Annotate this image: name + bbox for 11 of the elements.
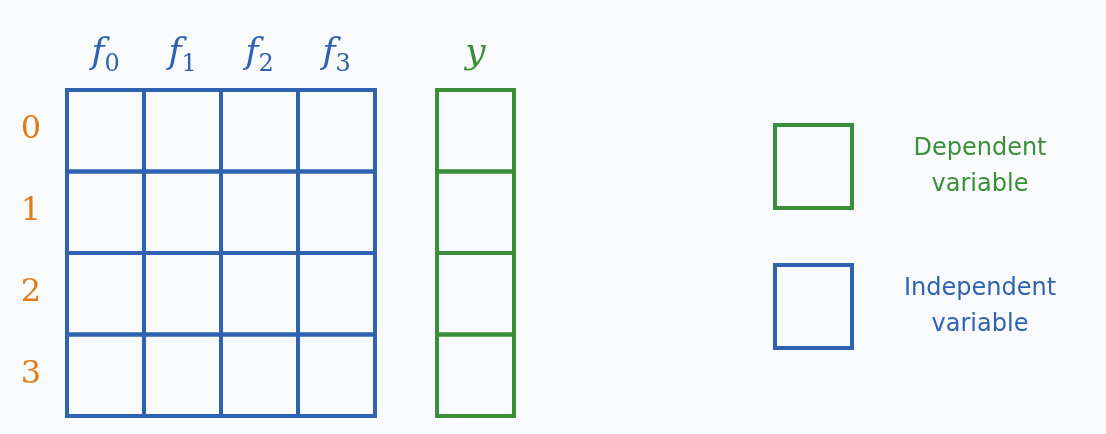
column-header: f$_{1}$ xyxy=(165,30,198,78)
legend-label: Dependent variable xyxy=(912,132,1048,199)
row-index: 2 xyxy=(19,271,43,309)
column-header: f$_{3}$ xyxy=(319,30,352,78)
row-index: 3 xyxy=(19,352,43,391)
column-header: f$_{0}$ xyxy=(88,30,121,78)
row-index: 1 xyxy=(19,189,43,228)
column-header: f$_{2}$ xyxy=(242,30,275,78)
legend-label: Independent variable xyxy=(902,272,1058,339)
row-index: 0 xyxy=(19,108,43,146)
target-header: y xyxy=(463,30,487,71)
